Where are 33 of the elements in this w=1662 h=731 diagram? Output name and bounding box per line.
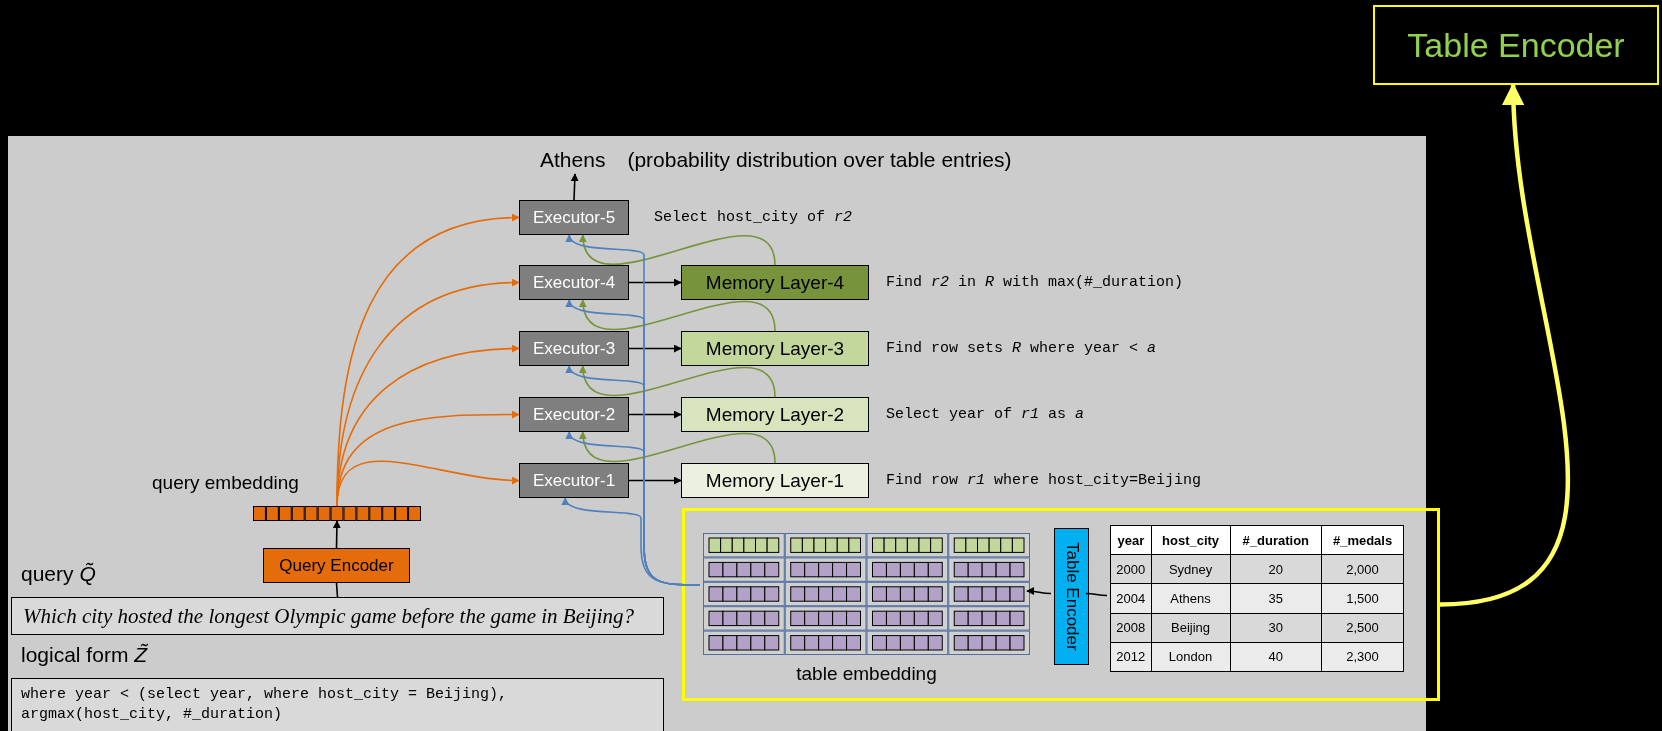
table-cell: 1,500: [1321, 583, 1404, 614]
step-description: Find r2 in R with max(#_duration): [886, 272, 1184, 293]
header-cell: #_duration: [1230, 525, 1322, 555]
table-cell: 30: [1230, 613, 1322, 643]
step-description: Find row sets R where year < a: [886, 338, 1157, 359]
grid-label: table embedding: [795, 663, 938, 685]
output-note: (probability distribution over table entries): [627, 148, 1012, 172]
header-cell: host_city: [1151, 525, 1230, 555]
table-cell: 2008: [1110, 613, 1152, 643]
table-cell: 2004: [1110, 583, 1152, 614]
table-cell: 35: [1230, 583, 1322, 614]
table-cell: 20: [1230, 554, 1322, 584]
header-cell: #_medals: [1321, 525, 1404, 555]
section-heading: query Q̃: [21, 562, 96, 586]
table-cell: Sydney: [1151, 554, 1230, 584]
code-text: where year < (select year, where host_city = Beijing), argmax(host_city, #_duration): [21, 685, 509, 725]
table-cell: 2,300: [1321, 642, 1404, 672]
table-cell: 40: [1230, 642, 1322, 672]
vector-label: query embedding: [152, 472, 299, 494]
output-label: Athens: [540, 148, 606, 172]
step-description: Select host_city of r2: [654, 207, 853, 228]
step-description: Select year of r1 as a: [886, 404, 1085, 425]
table-cell: 2012: [1110, 642, 1152, 672]
table-cell: 2,000: [1321, 554, 1404, 584]
table-cell: Beijing: [1151, 613, 1230, 643]
header-cell: year: [1110, 525, 1152, 555]
table-cell: 2,500: [1321, 613, 1404, 643]
table-cell: 2000: [1110, 554, 1152, 584]
query-text: Which city hosted the longest Olympic game before the game in Beijing?: [23, 604, 634, 629]
table-cell: Athens: [1151, 583, 1230, 614]
section-heading: logical form Z̃: [21, 643, 148, 667]
step-description: Find row r1 where host_city=Beijing: [886, 470, 1202, 491]
table-cell: London: [1151, 642, 1230, 672]
